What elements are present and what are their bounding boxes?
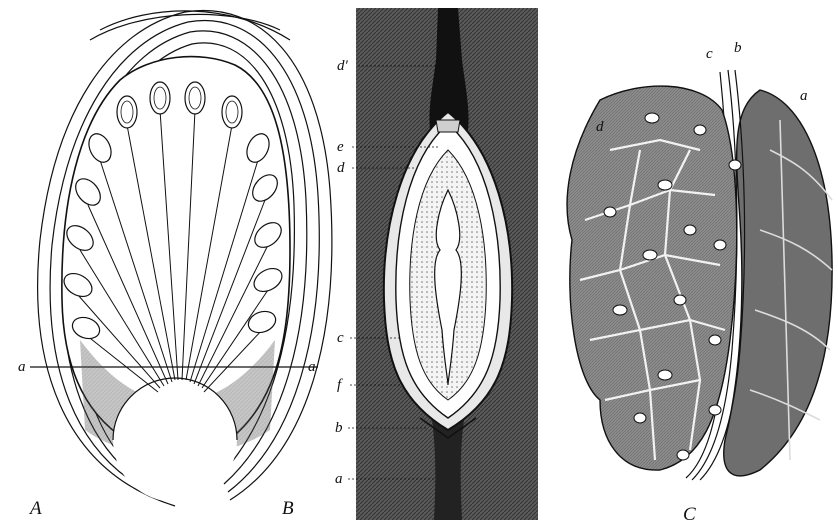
panel-b: d′ e d c f b a <box>335 8 538 520</box>
panel-c-label-d: d <box>596 119 604 135</box>
panel-b-label-d-prime: d′ <box>337 58 349 74</box>
panel-c-label-c: c <box>706 46 713 62</box>
panel-a-corner-label: B <box>282 498 294 519</box>
panel-c: a b c d C <box>567 40 832 525</box>
panel-b-label-a: a <box>335 471 343 487</box>
panel-a: a a A B <box>18 10 332 519</box>
panel-c-label-b: b <box>734 40 742 56</box>
panel-b-label-e: e <box>337 139 344 155</box>
panel-a-label-a-left: a <box>18 359 26 375</box>
panel-b-root <box>432 420 464 520</box>
panel-c-label-a: a <box>800 88 808 104</box>
panel-b-label-b: b <box>335 420 343 436</box>
panel-a-base-opening <box>113 378 237 502</box>
panel-c-caption: C <box>683 504 696 525</box>
panel-a-caption: A <box>28 498 42 519</box>
panel-b-label-d: d <box>337 160 345 176</box>
panel-b-label-f: f <box>337 377 343 393</box>
panel-a-label-a-right: a <box>308 359 316 375</box>
panel-b-label-c: c <box>337 330 344 346</box>
